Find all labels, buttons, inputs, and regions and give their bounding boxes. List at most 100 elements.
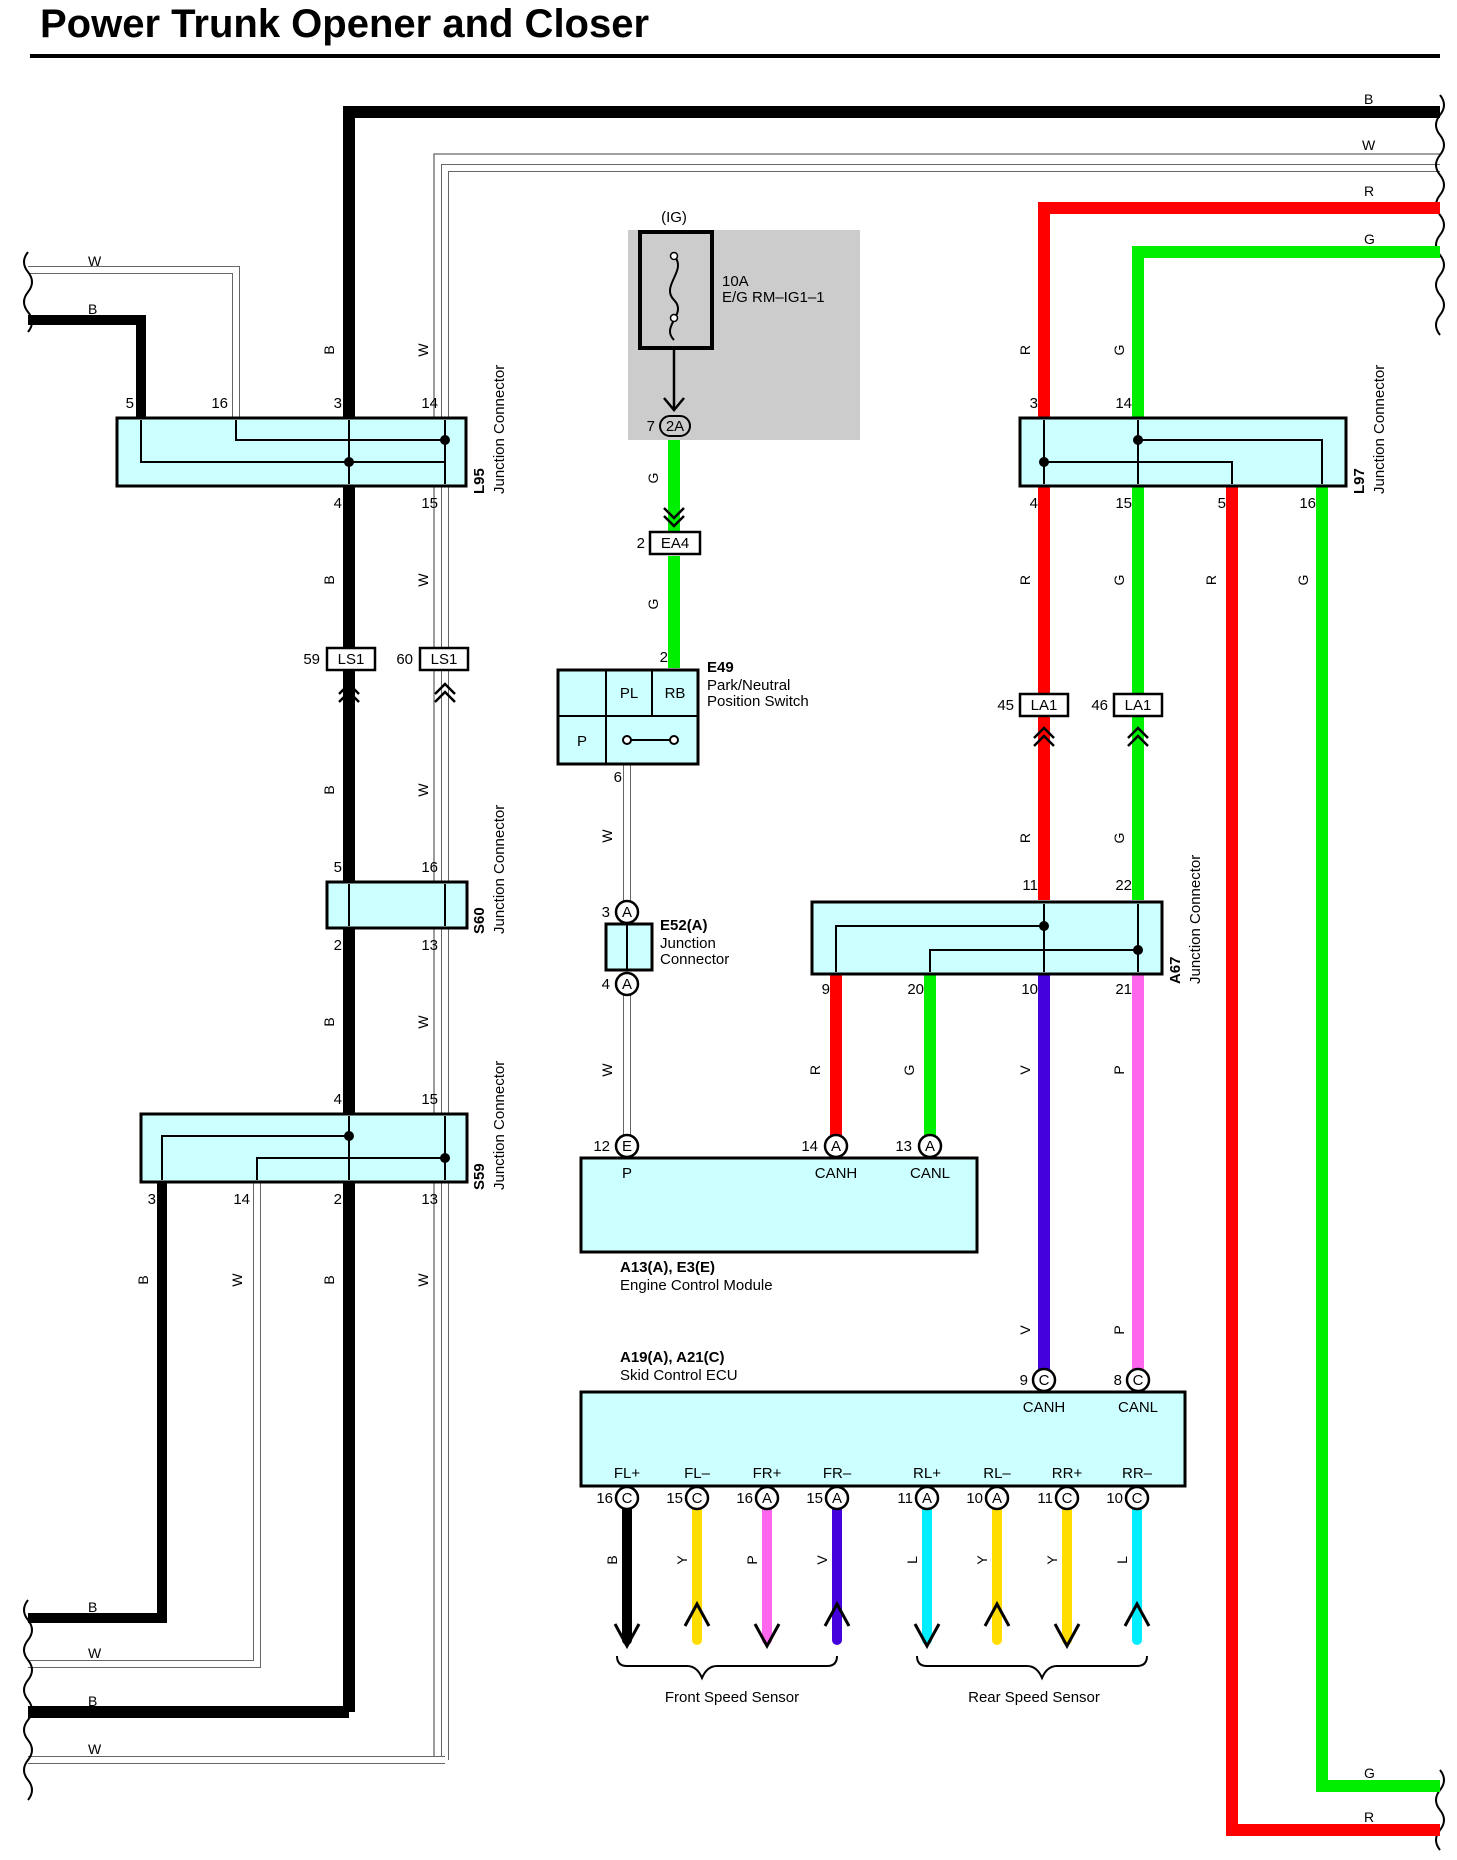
- e49-contact-left: [622, 735, 632, 745]
- l97-pin-16: 16: [1299, 495, 1316, 512]
- skid-bottom-pin-num-6: 10: [966, 1490, 983, 1507]
- a67-pin-11: 11: [1022, 877, 1038, 894]
- l97-desc: Junction Connector: [1371, 365, 1388, 494]
- skid-bottom-pin-tag-1: C: [622, 1490, 633, 1507]
- la1-label-b: LA1: [1125, 697, 1152, 714]
- skid-ecu-box: [579, 1390, 1187, 1488]
- sensor-arrow-icon-8: [1123, 1600, 1151, 1627]
- ea4-pin: 2: [637, 535, 645, 552]
- e49-desc-1: Park/Neutral: [707, 677, 790, 694]
- la1-pin-b: 46: [1091, 697, 1108, 714]
- wire-w-l95-16: [28, 266, 240, 420]
- a67-pin-9: 9: [822, 981, 830, 998]
- e52-tag-bottom-label: A: [622, 976, 632, 993]
- e49-cell-rb: RB: [665, 685, 686, 702]
- e49-pin-2: 2: [660, 649, 668, 666]
- wire-code-30: P: [1111, 1325, 1127, 1334]
- l95-bus: [140, 420, 446, 484]
- wire-code-28: P: [1111, 1065, 1127, 1074]
- skid-name: A19(A), A21(C): [620, 1349, 724, 1366]
- skid-bottom-pin-1: [614, 1485, 640, 1511]
- sensor-arrow-icon-3: [753, 1623, 781, 1650]
- ls1-pin-a: 59: [303, 651, 320, 668]
- wire-b-s59-3: [28, 1180, 167, 1623]
- sensor-wire-code-8: L: [1114, 1556, 1130, 1564]
- wire-b-l95-5: [28, 315, 146, 420]
- wire-code-2: W: [415, 343, 431, 357]
- skid-bottom-pin-5: [914, 1485, 940, 1511]
- edge-right-g-2: G: [1364, 1765, 1375, 1781]
- edge-left-w-1: W: [88, 253, 102, 269]
- s60-connector: [325, 880, 469, 930]
- skid-bottom-pin-label-4: FR–: [823, 1465, 852, 1482]
- left-edge-breaks: [23, 251, 33, 1801]
- a67-pin-22: 22: [1115, 877, 1132, 894]
- wire-code-24: G: [1111, 833, 1127, 844]
- sensor-arrow-icon-6: [983, 1600, 1011, 1627]
- sensor-wire-code-7: Y: [1044, 1555, 1060, 1565]
- skid-bottom-pin-label-3: FR+: [753, 1465, 782, 1482]
- fuse-supply: (IG): [661, 209, 687, 226]
- wire-code-6: W: [415, 783, 431, 797]
- wire-code-29: V: [1017, 1325, 1033, 1335]
- wire-code-18: G: [1111, 345, 1127, 356]
- l95-connector: [115, 416, 468, 488]
- fuse-body: [638, 230, 714, 350]
- s59-desc: Junction Connector: [491, 1061, 508, 1190]
- ecm-pin-canl-label: CANL: [910, 1165, 950, 1182]
- wire-code-20: G: [1111, 575, 1127, 586]
- edge-left-w-2: W: [88, 1645, 102, 1661]
- l97-splice-2: [1039, 457, 1049, 467]
- wire-code-17: R: [1017, 345, 1033, 355]
- la1-label-a: LA1: [1031, 697, 1058, 714]
- a67-pin-21: 21: [1115, 981, 1132, 998]
- skid-bottom-pin-tag-8: C: [1132, 1490, 1143, 1507]
- fuse-connector: 2A: [666, 418, 684, 435]
- la1-connector-b: [1112, 692, 1164, 747]
- wire-code-25: R: [807, 1065, 823, 1075]
- e52-tag-bottom: [614, 971, 640, 997]
- s59-bus: [161, 1116, 446, 1180]
- edge-right-b: B: [1364, 91, 1373, 107]
- sensor-wire-code-6: Y: [974, 1555, 990, 1565]
- skid-pin-canh-tag: C: [1039, 1372, 1050, 1389]
- sensor-wire-code-5: L: [904, 1556, 920, 1564]
- wire-code-7: B: [321, 1017, 337, 1026]
- ecm-pin-p-label: P: [622, 1165, 632, 1182]
- sensor-arrow-icon-4: [823, 1600, 851, 1627]
- wire-code-5: B: [321, 785, 337, 794]
- la1-pin-a: 45: [997, 697, 1014, 714]
- ls1-label-a: LS1: [338, 651, 365, 668]
- wire-code-23: R: [1017, 833, 1033, 843]
- skid-bottom-pin-tag-2: C: [692, 1490, 703, 1507]
- e49-cell-pl: PL: [620, 685, 638, 702]
- ecm-pin-p-tag: E: [622, 1138, 632, 1155]
- a67-splice: [1039, 921, 1049, 931]
- a67-name: A67: [1167, 956, 1184, 984]
- skid-pin-canl: [1125, 1367, 1151, 1393]
- wire-code-10: W: [229, 1273, 245, 1287]
- e52-desc-1: Junction: [660, 935, 716, 952]
- skid-bottom-pin-6: [984, 1485, 1010, 1511]
- a67-desc: Junction Connector: [1187, 855, 1204, 984]
- ea4-connector: [648, 530, 702, 556]
- sensor-wire-code-3: P: [744, 1555, 760, 1564]
- wire-code-14: G: [645, 599, 661, 610]
- wire-code-15: W: [599, 829, 615, 843]
- wire-code-11: B: [321, 1275, 337, 1284]
- skid-pin-canl-tag: C: [1133, 1372, 1144, 1389]
- s59-splice: [344, 1131, 354, 1141]
- ecm-pin-canl-tag: A: [925, 1138, 935, 1155]
- a67-splice-2: [1133, 945, 1143, 955]
- skid-bottom-pin-8: [1124, 1485, 1150, 1511]
- l97-bus: [1043, 420, 1323, 484]
- s60-pin-5: 5: [334, 859, 342, 876]
- skid-pin-canh-num: 9: [1020, 1372, 1028, 1389]
- l95-desc: Junction Connector: [491, 365, 508, 494]
- l97-pin-14: 14: [1115, 395, 1132, 412]
- skid-bottom-pin-label-7: RR+: [1052, 1465, 1083, 1482]
- sensor-arrow-icon-7: [1053, 1623, 1081, 1650]
- ecm-box: [579, 1156, 979, 1254]
- wire-g-l97-14: [1132, 246, 1440, 420]
- edge-left-b-3: B: [88, 1693, 97, 1709]
